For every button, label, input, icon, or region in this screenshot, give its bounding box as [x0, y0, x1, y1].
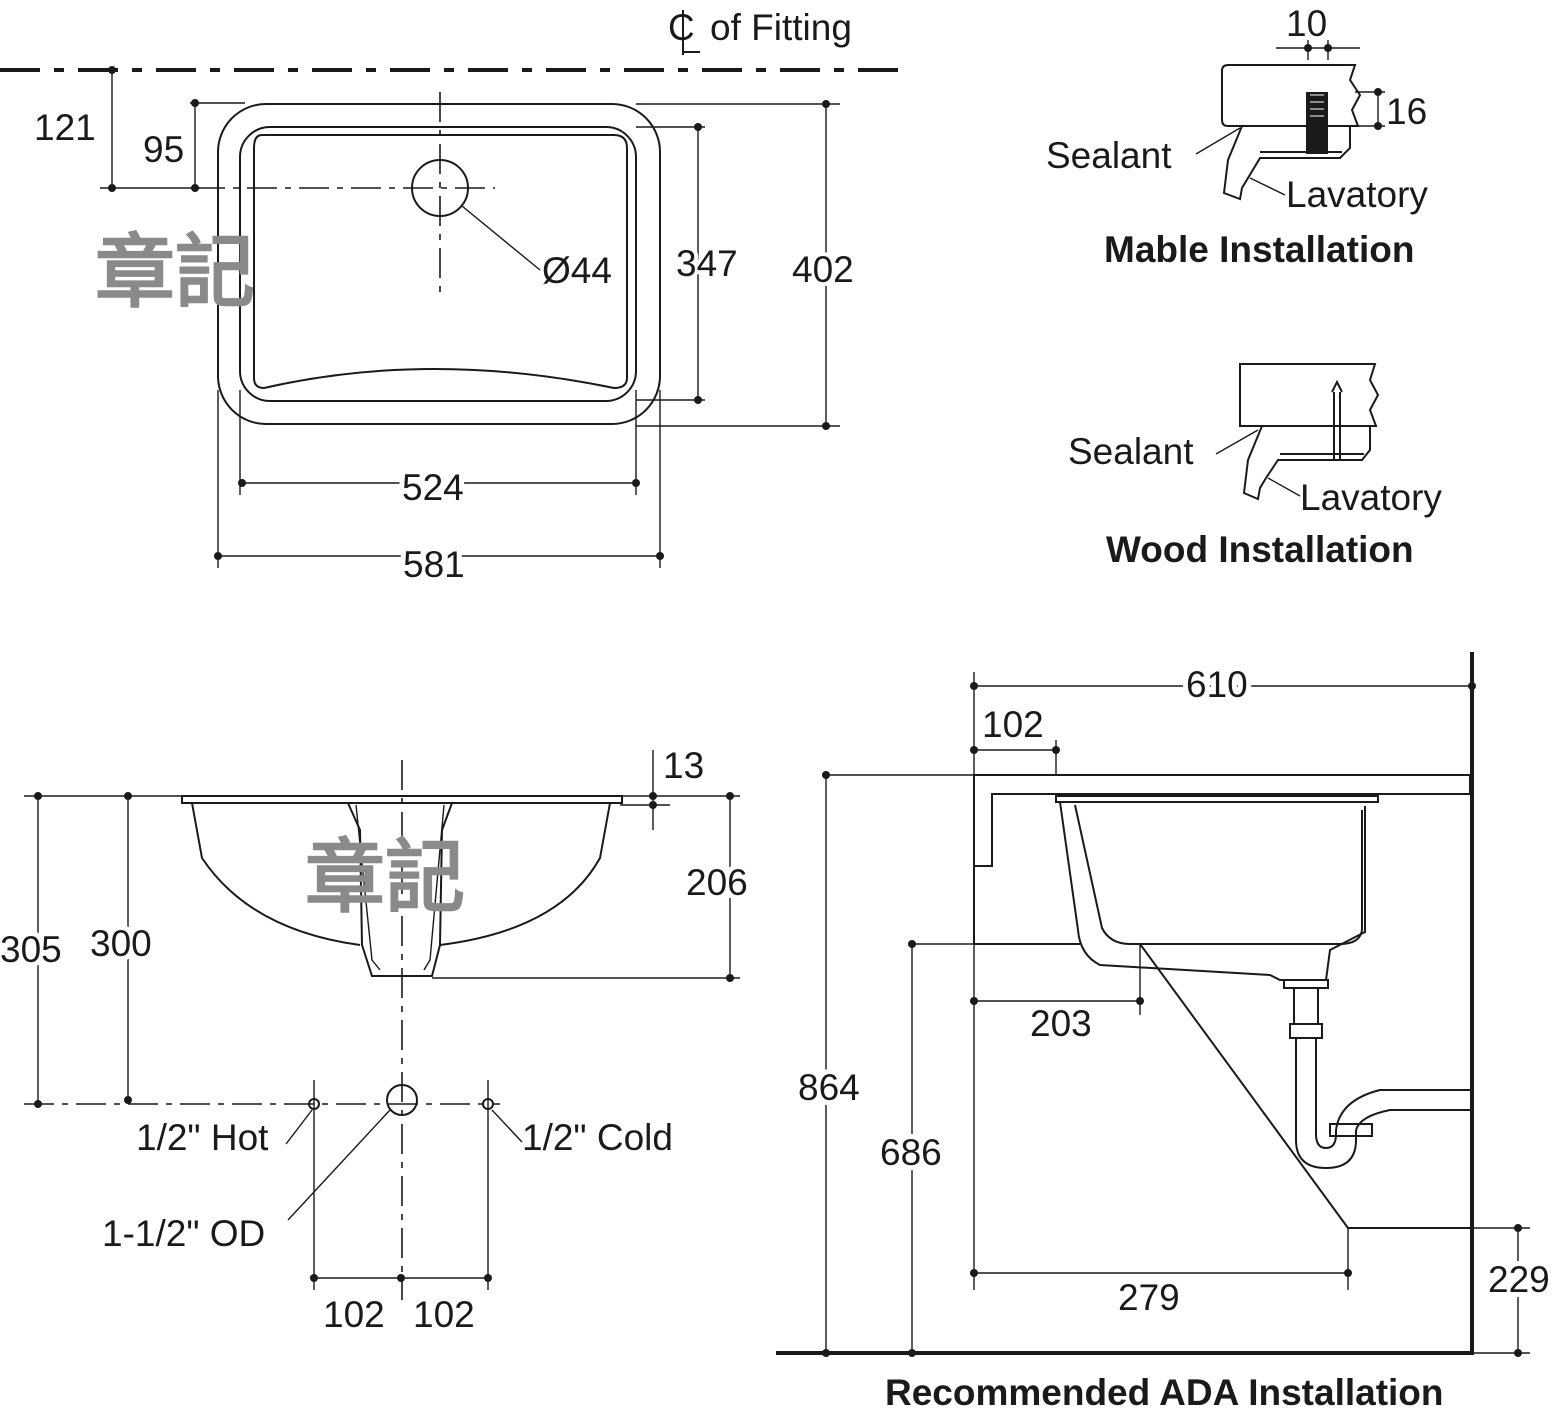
dim-279: 279 — [1118, 1277, 1180, 1318]
basin-outer-rim — [217, 103, 661, 425]
drain-leader — [461, 205, 541, 271]
ada-basin-rim — [1055, 795, 1379, 803]
watermark-logo-2: 章記 — [305, 831, 465, 924]
wood-sealant-label: Sealant — [1068, 431, 1194, 472]
od-label: 1-1/2" OD — [102, 1213, 265, 1254]
top-view: C of Fitting 121 95 Ø44 347 — [0, 7, 910, 590]
centerline-label: of Fitting — [710, 7, 852, 48]
dim-13: 13 — [663, 745, 704, 786]
dim-305: 305 — [0, 929, 62, 970]
dim-203: 203 — [1030, 1003, 1092, 1044]
wood-title: Wood Installation — [1106, 529, 1414, 570]
wood-installation: Sealant Lavatory Wood Installation — [1068, 363, 1442, 570]
p-trap — [1283, 979, 1470, 1170]
side-bowl-right — [439, 802, 611, 946]
svg-text:C: C — [668, 7, 695, 48]
dim-10: 10 — [1286, 3, 1327, 44]
basin-bowl — [253, 134, 628, 390]
dim-610: 610 — [1186, 664, 1248, 705]
mable-title: Mable Installation — [1104, 229, 1414, 270]
dim-229: 229 — [1488, 1259, 1550, 1300]
dim-102-right: 102 — [413, 1294, 475, 1335]
knee-clearance-line — [1139, 943, 1349, 1229]
dim-300: 300 — [90, 923, 152, 964]
dim-16: 16 — [1386, 91, 1427, 132]
dim-686: 686 — [880, 1132, 942, 1173]
dim-44: Ø44 — [542, 250, 612, 291]
dim-206: 206 — [686, 862, 748, 903]
mable-installation: 10 16 Sealant Lavatory Mable Installatio… — [1046, 3, 1428, 270]
hot-label: 1/2" Hot — [136, 1117, 269, 1158]
mable-lavatory-label: Lavatory — [1286, 174, 1428, 215]
basin-inner-rim — [239, 126, 637, 402]
side-bowl-left — [191, 802, 361, 946]
drain-outlet — [386, 1084, 418, 1116]
dim-524: 524 — [402, 467, 464, 508]
dim-402: 402 — [792, 249, 854, 290]
centerline-symbol: C — [668, 7, 700, 55]
ada-title: Recommended ADA Installation — [885, 1372, 1444, 1413]
dim-864: 864 — [798, 1067, 860, 1108]
ada-basin-bowl — [1059, 801, 1366, 981]
wood-lavatory-label: Lavatory — [1300, 477, 1442, 518]
watermark-logo: 章記 — [95, 226, 255, 319]
dim-347: 347 — [676, 243, 738, 284]
dim-121: 121 — [34, 107, 96, 148]
dim-95: 95 — [143, 129, 184, 170]
dim-581: 581 — [403, 544, 465, 585]
dim-ada-102: 102 — [982, 704, 1044, 745]
dim-102-left: 102 — [323, 1294, 385, 1335]
side-view: 13 206 305 300 1/2" Hot 1/2" Cold 1-1/2"… — [0, 745, 753, 1335]
mable-sealant-label: Sealant — [1046, 135, 1172, 176]
ada-installation: 610 102 864 686 203 279 229 Recommended … — [776, 652, 1555, 1413]
cold-label: 1/2" Cold — [522, 1117, 673, 1158]
countertop — [973, 774, 1471, 867]
